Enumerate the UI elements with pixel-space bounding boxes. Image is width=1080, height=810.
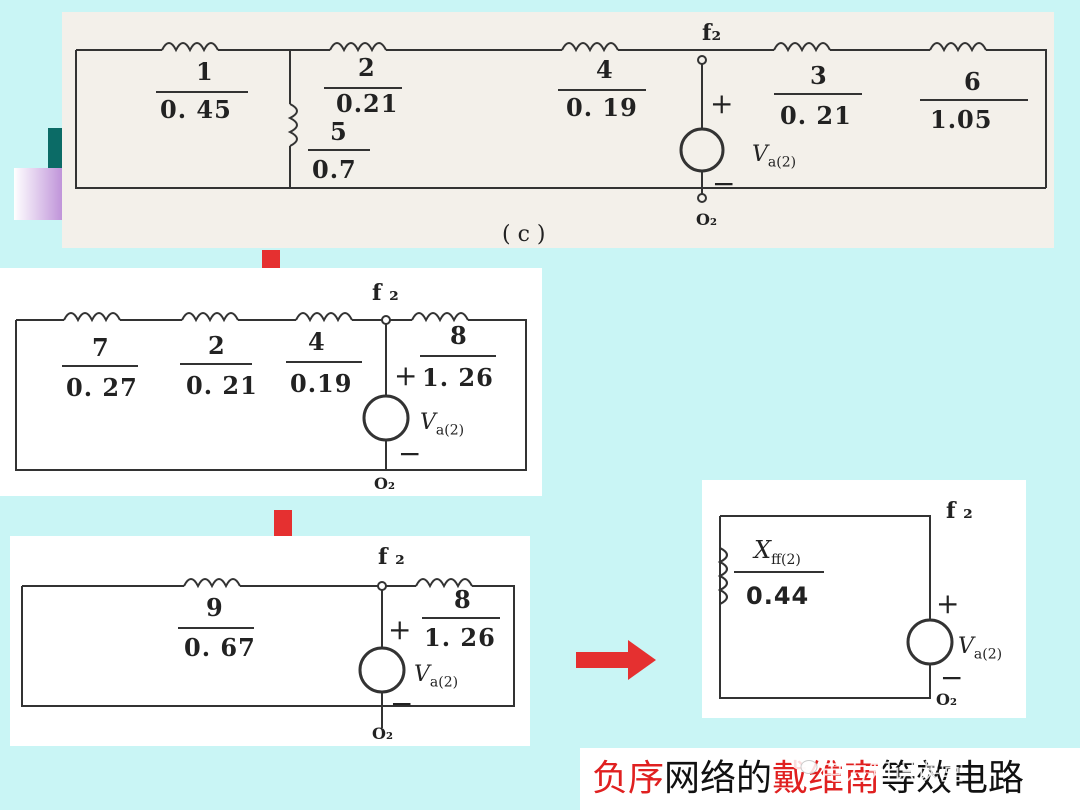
node-f2-label: f ₂ [372,280,399,306]
element-value: 0. 21 [186,371,258,400]
element-name: Xff(2) [754,536,801,568]
element-number: 2 [358,53,375,82]
circuit-2-wiring [15,312,527,471]
caption-part-4: 等效电路 [880,758,1025,799]
source-minus-sign: − [398,437,422,470]
node-f2-label: f ₂ [378,544,405,570]
voltage-source-icon [358,646,406,694]
element-number: 8 [454,585,471,614]
right-arrow-icon [576,640,656,680]
element-value: 0.7 [312,155,357,184]
element-value: 0. 67 [184,633,256,662]
caption-part-3: 戴维南 [772,758,881,799]
node-f2-label: f₂ [702,20,722,46]
caption-part-1: 负序 [592,758,665,799]
source-plus-sign: + [936,587,960,620]
element-number: 9 [206,593,223,622]
element-number: 2 [208,331,225,360]
circuit-4-wiring [714,515,954,699]
element-number: 4 [596,55,613,84]
watermark-text: 电力知识课堂 [820,758,964,786]
wechat-icon [791,754,818,774]
element-value: 1.05 [930,105,993,134]
element-value: 0. 19 [566,93,638,122]
node-o2-label: O₂ [696,210,717,229]
element-number: 1 [196,57,213,86]
element-number: 6 [964,67,981,96]
node-o2-label: O₂ [374,474,395,493]
element-number: 4 [308,327,325,356]
circuit-3-wiring [21,578,515,728]
source-plus-sign: + [710,87,734,120]
voltage-source-icon [906,618,954,666]
source-label: Va(2) [414,662,459,691]
source-label: Va(2) [420,410,465,439]
source-minus-sign: − [940,661,964,694]
circuit-c-wiring [75,42,1047,203]
source-label: Va(2) [958,634,1003,663]
circuit-panel-3: f ₂ O₂ 9 0. 67 8 1. 26 + − Va(2) [10,536,530,746]
element-value: 0. 45 [160,95,232,124]
source-plus-sign: + [388,613,412,646]
element-value: 0. 27 [66,373,138,402]
panel-label: ( c ) [502,222,546,247]
source-minus-sign: − [390,687,414,720]
voltage-source-icon [362,394,410,442]
slide-caption: 负序网络的戴维南等效电路 [580,748,1080,810]
element-value: 0.21 [336,89,399,118]
node-o2-label: O₂ [936,690,957,709]
element-number: 5 [330,117,347,146]
voltage-source-icon [679,127,725,173]
element-number: 7 [92,333,109,362]
source-minus-sign: − [712,167,736,200]
node-f2-label: f ₂ [946,498,973,524]
element-value: 0.44 [746,582,810,610]
node-o2-label: O₂ [372,724,393,743]
source-label: Va(2) [752,142,797,171]
circuit-panel-4: f ₂ O₂ Xff(2) 0.44 + − Va(2) [702,480,1026,718]
element-number: 8 [450,321,467,350]
circuit-panel-2: f ₂ O₂ 7 0. 27 2 0. 21 4 0.19 8 1. 26 + … [0,268,542,496]
element-value: 0. 21 [780,101,852,130]
circuit-panel-c: f₂ O₂ ( c ) 1 0. 45 2 0.21 5 0.7 4 0. 19… [62,12,1054,248]
caption-part-2: 网络的 [664,758,773,799]
source-plus-sign: + [394,359,418,392]
element-value: 1. 26 [422,363,494,392]
element-value: 1. 26 [424,623,496,652]
element-number: 3 [810,61,827,90]
element-value: 0.19 [290,369,353,398]
